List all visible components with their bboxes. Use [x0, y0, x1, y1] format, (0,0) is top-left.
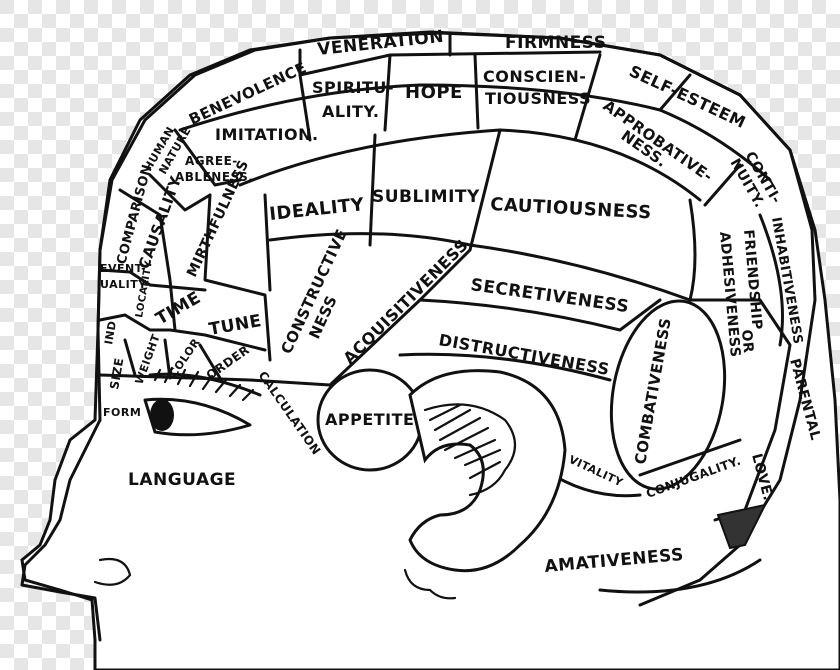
divider [638, 438, 742, 477]
divider [658, 73, 692, 112]
divider [98, 313, 172, 332]
neck-shade [716, 503, 767, 550]
divider [98, 373, 332, 387]
label-conscientiousness-2: TIOUSNESS [485, 89, 591, 108]
label-agreeableness-1: AGREE- [185, 154, 238, 168]
brain-boundary [96, 31, 817, 607]
divider-cautiousness [688, 198, 697, 302]
label-spirituality-1: SPIRITU- [312, 78, 394, 97]
divider [383, 53, 392, 132]
divider [298, 73, 312, 142]
label-form: FORM [103, 406, 141, 419]
divider [473, 53, 480, 130]
eye-pupil [150, 399, 174, 431]
divider [173, 128, 242, 187]
label-individuality: IND [102, 320, 119, 346]
ear-hatch [428, 403, 502, 480]
label-eventuality-2: UALITY [100, 278, 147, 291]
label-sublimity: SUBLIMITY [372, 187, 480, 207]
label-spirituality-2: ALITY. [322, 102, 379, 121]
divider [148, 283, 207, 292]
divider [418, 298, 662, 332]
label-language: LANGUAGE [128, 470, 236, 490]
divider [203, 193, 272, 362]
divider [148, 173, 212, 212]
divider [703, 163, 742, 207]
divider [118, 188, 177, 332]
divider [468, 128, 502, 252]
eyebrow-hatch [153, 366, 255, 402]
label-size: SIZE [107, 357, 126, 391]
ear [408, 369, 567, 573]
label-appetite: APPETITE [325, 410, 414, 429]
divider [398, 352, 612, 382]
label-eventuality-1: EVENT- [100, 262, 146, 275]
label-hope: HOPE [405, 82, 463, 103]
divider [263, 193, 272, 292]
eyebrow [148, 372, 262, 397]
label-firmness: FIRMNESS [505, 33, 607, 53]
eye-lid [143, 397, 252, 437]
divider [168, 328, 267, 352]
neck-line [598, 558, 762, 594]
face-profile [20, 418, 102, 642]
divider-top-row [178, 83, 772, 182]
divider [573, 53, 602, 142]
ear-lobe-bottom [403, 568, 457, 600]
divider-ideality-bottom [268, 232, 692, 302]
label-friendship-or: OR [738, 329, 756, 354]
divider [298, 48, 602, 77]
label-imitation: IMITATION. [215, 125, 319, 144]
combativeness-oval [609, 299, 727, 491]
label-conscientiousness-1: CONSCIEN- [483, 67, 586, 86]
head-outline [20, 30, 840, 670]
divider [368, 133, 377, 247]
divider [98, 268, 152, 287]
label-agreeableness-2: ABLENESS. [175, 170, 253, 184]
nostril [93, 557, 132, 586]
ear-inner [423, 403, 517, 497]
